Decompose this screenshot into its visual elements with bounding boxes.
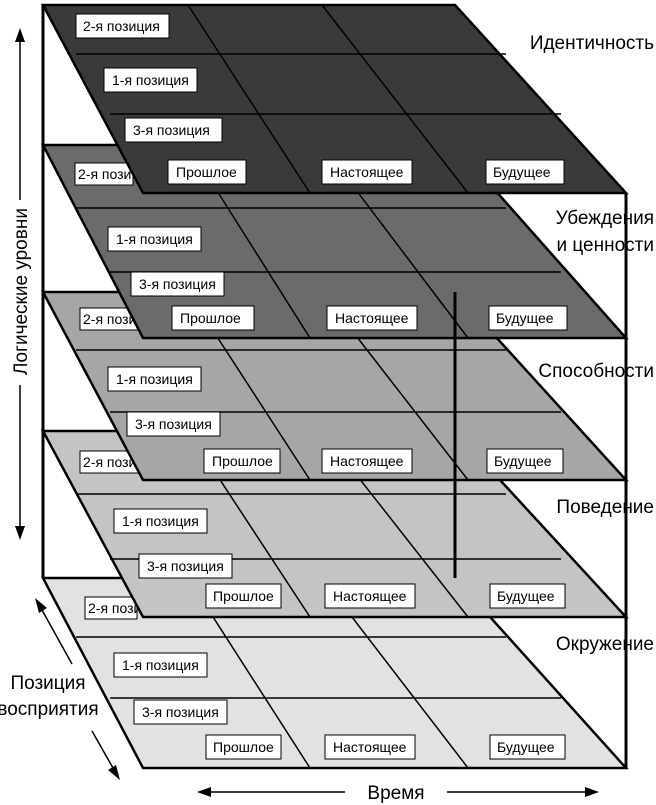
abilities-pos3-label: 3-я позиция <box>135 416 212 432</box>
env-pos2-label: 2-я пози <box>88 600 141 616</box>
layer-identity: 2-я позиция 1-я позиция 3-я позиция Прош… <box>40 3 629 195</box>
level-beliefs-label-line1: Убеждения <box>556 208 654 229</box>
behavior-future-label: Будущее <box>497 588 555 604</box>
level-names: Идентичность Убеждения и ценности Способ… <box>530 33 654 655</box>
depth-axis <box>35 598 120 780</box>
vertical-axis <box>15 28 25 540</box>
env-present-label: Настоящее <box>333 739 407 755</box>
behavior-past-label: Прошлое <box>213 588 274 604</box>
beliefs-pos2-label: 2-я пози <box>78 166 131 182</box>
identity-pos1-label: 1-я позиция <box>112 72 189 88</box>
level-behavior-label: Поведение <box>556 497 654 518</box>
beliefs-pos3-label: 3-я позиция <box>139 276 216 292</box>
time-axis <box>197 787 599 797</box>
level-beliefs-label-line2: и ценности <box>557 235 655 256</box>
abilities-pos1-label: 1-я позиция <box>116 371 193 387</box>
env-pos3-label: 3-я позиция <box>142 704 219 720</box>
level-environment-label: Окружение <box>556 634 654 655</box>
behavior-pos1-label: 1-я позиция <box>122 513 199 529</box>
vertical-axis-label: Логические уровни <box>11 208 32 375</box>
env-pos1-label: 1-я позиция <box>122 657 199 673</box>
behavior-present-label: Настоящее <box>333 588 407 604</box>
abilities-present-label: Настоящее <box>330 453 404 469</box>
time-axis-label: Время <box>367 783 424 804</box>
identity-pos2-label: 2-я позиция <box>83 18 160 34</box>
beliefs-pos1-label: 1-я позиция <box>116 231 193 247</box>
behavior-pos2-label: 2-я пози <box>83 454 136 470</box>
behavior-pos3-label: 3-я позиция <box>147 558 224 574</box>
abilities-future-label: Будущее <box>494 453 552 469</box>
env-future-label: Будущее <box>497 739 555 755</box>
abilities-pos2-label: 2-я пози <box>83 311 136 327</box>
env-past-label: Прошлое <box>213 739 274 755</box>
identity-future-label: Будущее <box>493 164 551 180</box>
abilities-past-label: Прошлое <box>212 453 273 469</box>
level-abilities-label: Способности <box>538 361 654 382</box>
beliefs-past-label: Прошлое <box>180 310 241 326</box>
level-identity-label: Идентичность <box>530 33 654 54</box>
identity-past-label: Прошлое <box>176 164 237 180</box>
beliefs-present-label: Настоящее <box>335 310 409 326</box>
depth-axis-label-line1: Позиция <box>10 673 85 694</box>
identity-present-label: Настоящее <box>330 164 404 180</box>
depth-axis-label-line2: восприятия <box>0 699 99 720</box>
layer-environment: 2-я пози 1-я позиция 3-я позиция Прошлое… <box>40 576 629 770</box>
beliefs-future-label: Будущее <box>496 310 554 326</box>
identity-pos3-label: 3-я позиция <box>133 122 210 138</box>
